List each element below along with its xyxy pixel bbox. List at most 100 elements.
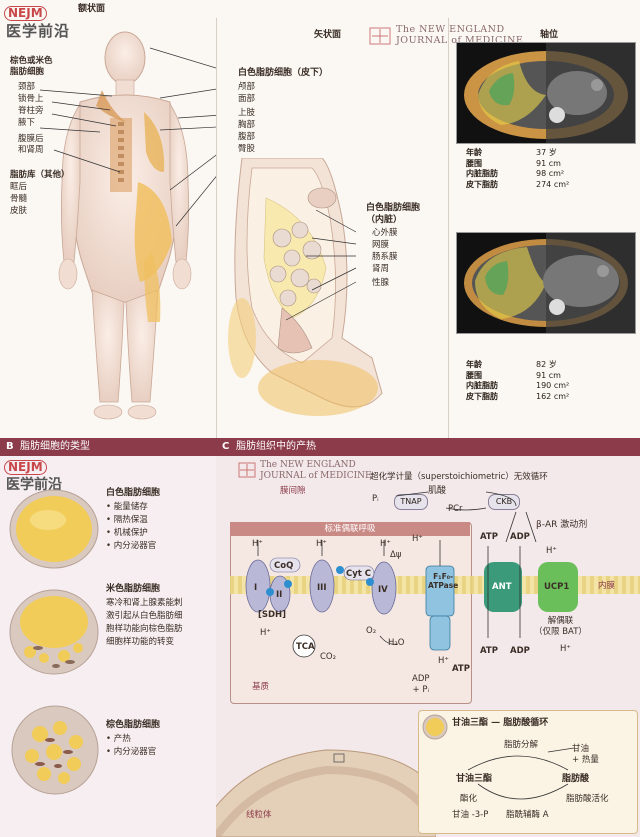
mitochondrion-illustration [216,749,436,837]
hplus-label-3: H⁺ [380,539,391,549]
atp-lower-label: ATP [480,646,498,656]
panel-c-title: 脂肪组织中的产热 [236,441,316,452]
adipocyte-mini-icon [422,714,448,740]
hplus-label-1: H⁺ [252,539,263,549]
glycerol3p-label: 甘油 -3-P [452,810,489,820]
sagittal-torso-figure [228,158,383,416]
journal-name-line1: The NEW ENGLAND [396,24,505,35]
depot-site-retroorbital: 眶后 [10,182,28,192]
white-vis-title: 白色脂肪细胞 （内脏） [366,203,421,225]
brown-site-neck: 颈部 [18,82,36,92]
white-sub-abdomen: 腹部 [238,132,256,142]
panel-c-letter: C [222,441,230,452]
uncoupling-label: 解偶联 （仅限 BAT） [534,616,587,637]
depot-site-bone-marrow: 骨髓 [10,194,28,204]
white-vis-mesenteric: 肠系膜 [372,252,398,262]
ant-label: ANT [492,582,512,592]
electron-transport-chain [245,540,455,658]
creatine-label: 肌酸 [428,486,447,496]
ct1-waist-value: 91 cm [536,158,561,168]
ct-scan-young [456,42,636,144]
journal-name-line2: JOURNAL of MEDICINE [396,35,524,46]
fatty-acid-label: 脂肪酸 [562,774,590,784]
brown-site-supraclavicular: 锁骨上 [18,94,44,104]
chinese-brand: 医学前沿 [6,22,71,40]
ct1-age-value: 37 岁 [536,148,557,157]
beta-ar-label: β-AR 激动剂 [536,520,588,530]
body-figure-coronal [58,31,192,420]
adp-pi-label: ADP + Pᵢ [412,674,430,695]
beige-desc-line1: 寒冷和肾上腺素能刺 [106,598,183,608]
delta-psi-label: Δψ [390,550,402,560]
ucp1-label: UCP1 [544,582,570,592]
white-sub-gluteofemoral: 臀股 [238,144,256,154]
ct1-age-label: 年龄 [466,148,482,157]
pi-label: Pᵢ [372,494,379,504]
journal-emblem-icon [369,27,391,45]
white-vis-perirenal: 肾周 [372,264,390,274]
white-sub-cranial: 颅部 [238,82,256,92]
cytc-label: Cyt C [346,569,372,579]
ct2-waist-label: 腰围 [466,370,482,380]
white-item-insulation: • 隔热保温 [106,515,148,525]
panel-c-journal-logo [238,462,258,484]
panel-c-journal-line2: JOURNAL of MEDICINE [260,471,372,481]
journal-emblem-icon [238,462,256,478]
panel-c-journal-line1: The NEW ENGLAND [260,460,356,470]
coronal-leader-lines [39,47,216,227]
fa-activation-label: 脂肪酸活化 [566,794,609,804]
panel-c: C 脂肪组织中的产热 The NEW ENGLAND JOURNAL of MED… [216,438,640,837]
depot-site-skin: 皮肤 [10,206,28,216]
ct1-waist-label: 腰围 [466,158,482,168]
panel-b-chinese-brand: 医学前沿 [6,477,62,493]
white-item-protection: • 机械保护 [106,528,148,538]
h2o-label: H₂O [388,638,405,648]
depot-title: 脂肪库（其他） [10,170,70,180]
brown-site-paravertebral: 脊柱旁 [18,106,44,116]
ucp1-hplus-bottom: H⁺ [560,644,571,654]
hplus-label-6: H⁺ [438,656,449,666]
ct2-waist-value: 91 cm [536,370,561,380]
ct2-visceral-label: 内脏脂肪 [466,381,498,390]
tg-fa-cycle-title: 甘油三酯 — 脂肪酸循环 [452,718,549,728]
brown-adipocyte-title: 棕色脂肪细胞 [106,720,161,730]
complex-iv-label: IV [378,585,388,595]
atp-ims-label: ATP [480,532,498,542]
tg-fa-cycle-arrows [467,747,575,800]
sagittal-leader-lines [285,209,357,321]
adp-ims-label: ADP [510,532,530,542]
white-sub-facial: 面部 [238,94,256,104]
ct1-visceral-value: 98 cm² [536,169,565,178]
beige-adipocyte-title: 米色脂肪细胞 [106,584,161,594]
ct2-subcut-value: 162 cm² [536,391,570,401]
mitochondrion-label: 线粒体 [246,810,272,820]
creatine-cycle-arrows [395,491,537,542]
beige-desc-line2: 激引起从白色脂肪细 [106,611,183,621]
complex-i-label: I [254,583,258,593]
white-item-storage: • 能量储存 [106,502,148,512]
ct2-age-value: 82 岁 [536,360,557,369]
journal-logo [368,26,394,50]
glycerol-heat-label: 甘油 + 热量 [572,744,599,765]
panel-b-letter: B [6,441,14,452]
hplus-label-4: H⁺ [412,534,423,544]
sagittal-label: 矢状面 [314,30,342,40]
hplus-label-5: H⁺ [260,628,271,638]
esterification-label: 酯化 [460,794,478,804]
brown-adipocyte-illustration [11,705,99,795]
ct2-subcut-label: 皮下脂肪 [466,391,498,401]
o2-label: O₂ [366,626,377,636]
ant-transporter [484,562,522,612]
panel-a: NEJM 医学前沿 额状面 矢状面 轴位 The NEW ENGLAND JOU… [4,4,636,438]
panel-b-nejm-badge: NEJM [4,460,47,475]
adp-lower-label: ADP [510,646,530,656]
white-sub-upper-limb: 上肢 [238,108,256,118]
complex-ii-label: II [276,590,283,600]
coronal-label: 额状面 [78,4,106,14]
tca-label: TCA [296,642,315,652]
acylcoa-label: 脂酰辅酶 A [506,810,549,820]
lipolysis-label: 脂肪分解 [504,740,539,750]
panel-b-title: 脂肪细胞的类型 [20,441,90,452]
